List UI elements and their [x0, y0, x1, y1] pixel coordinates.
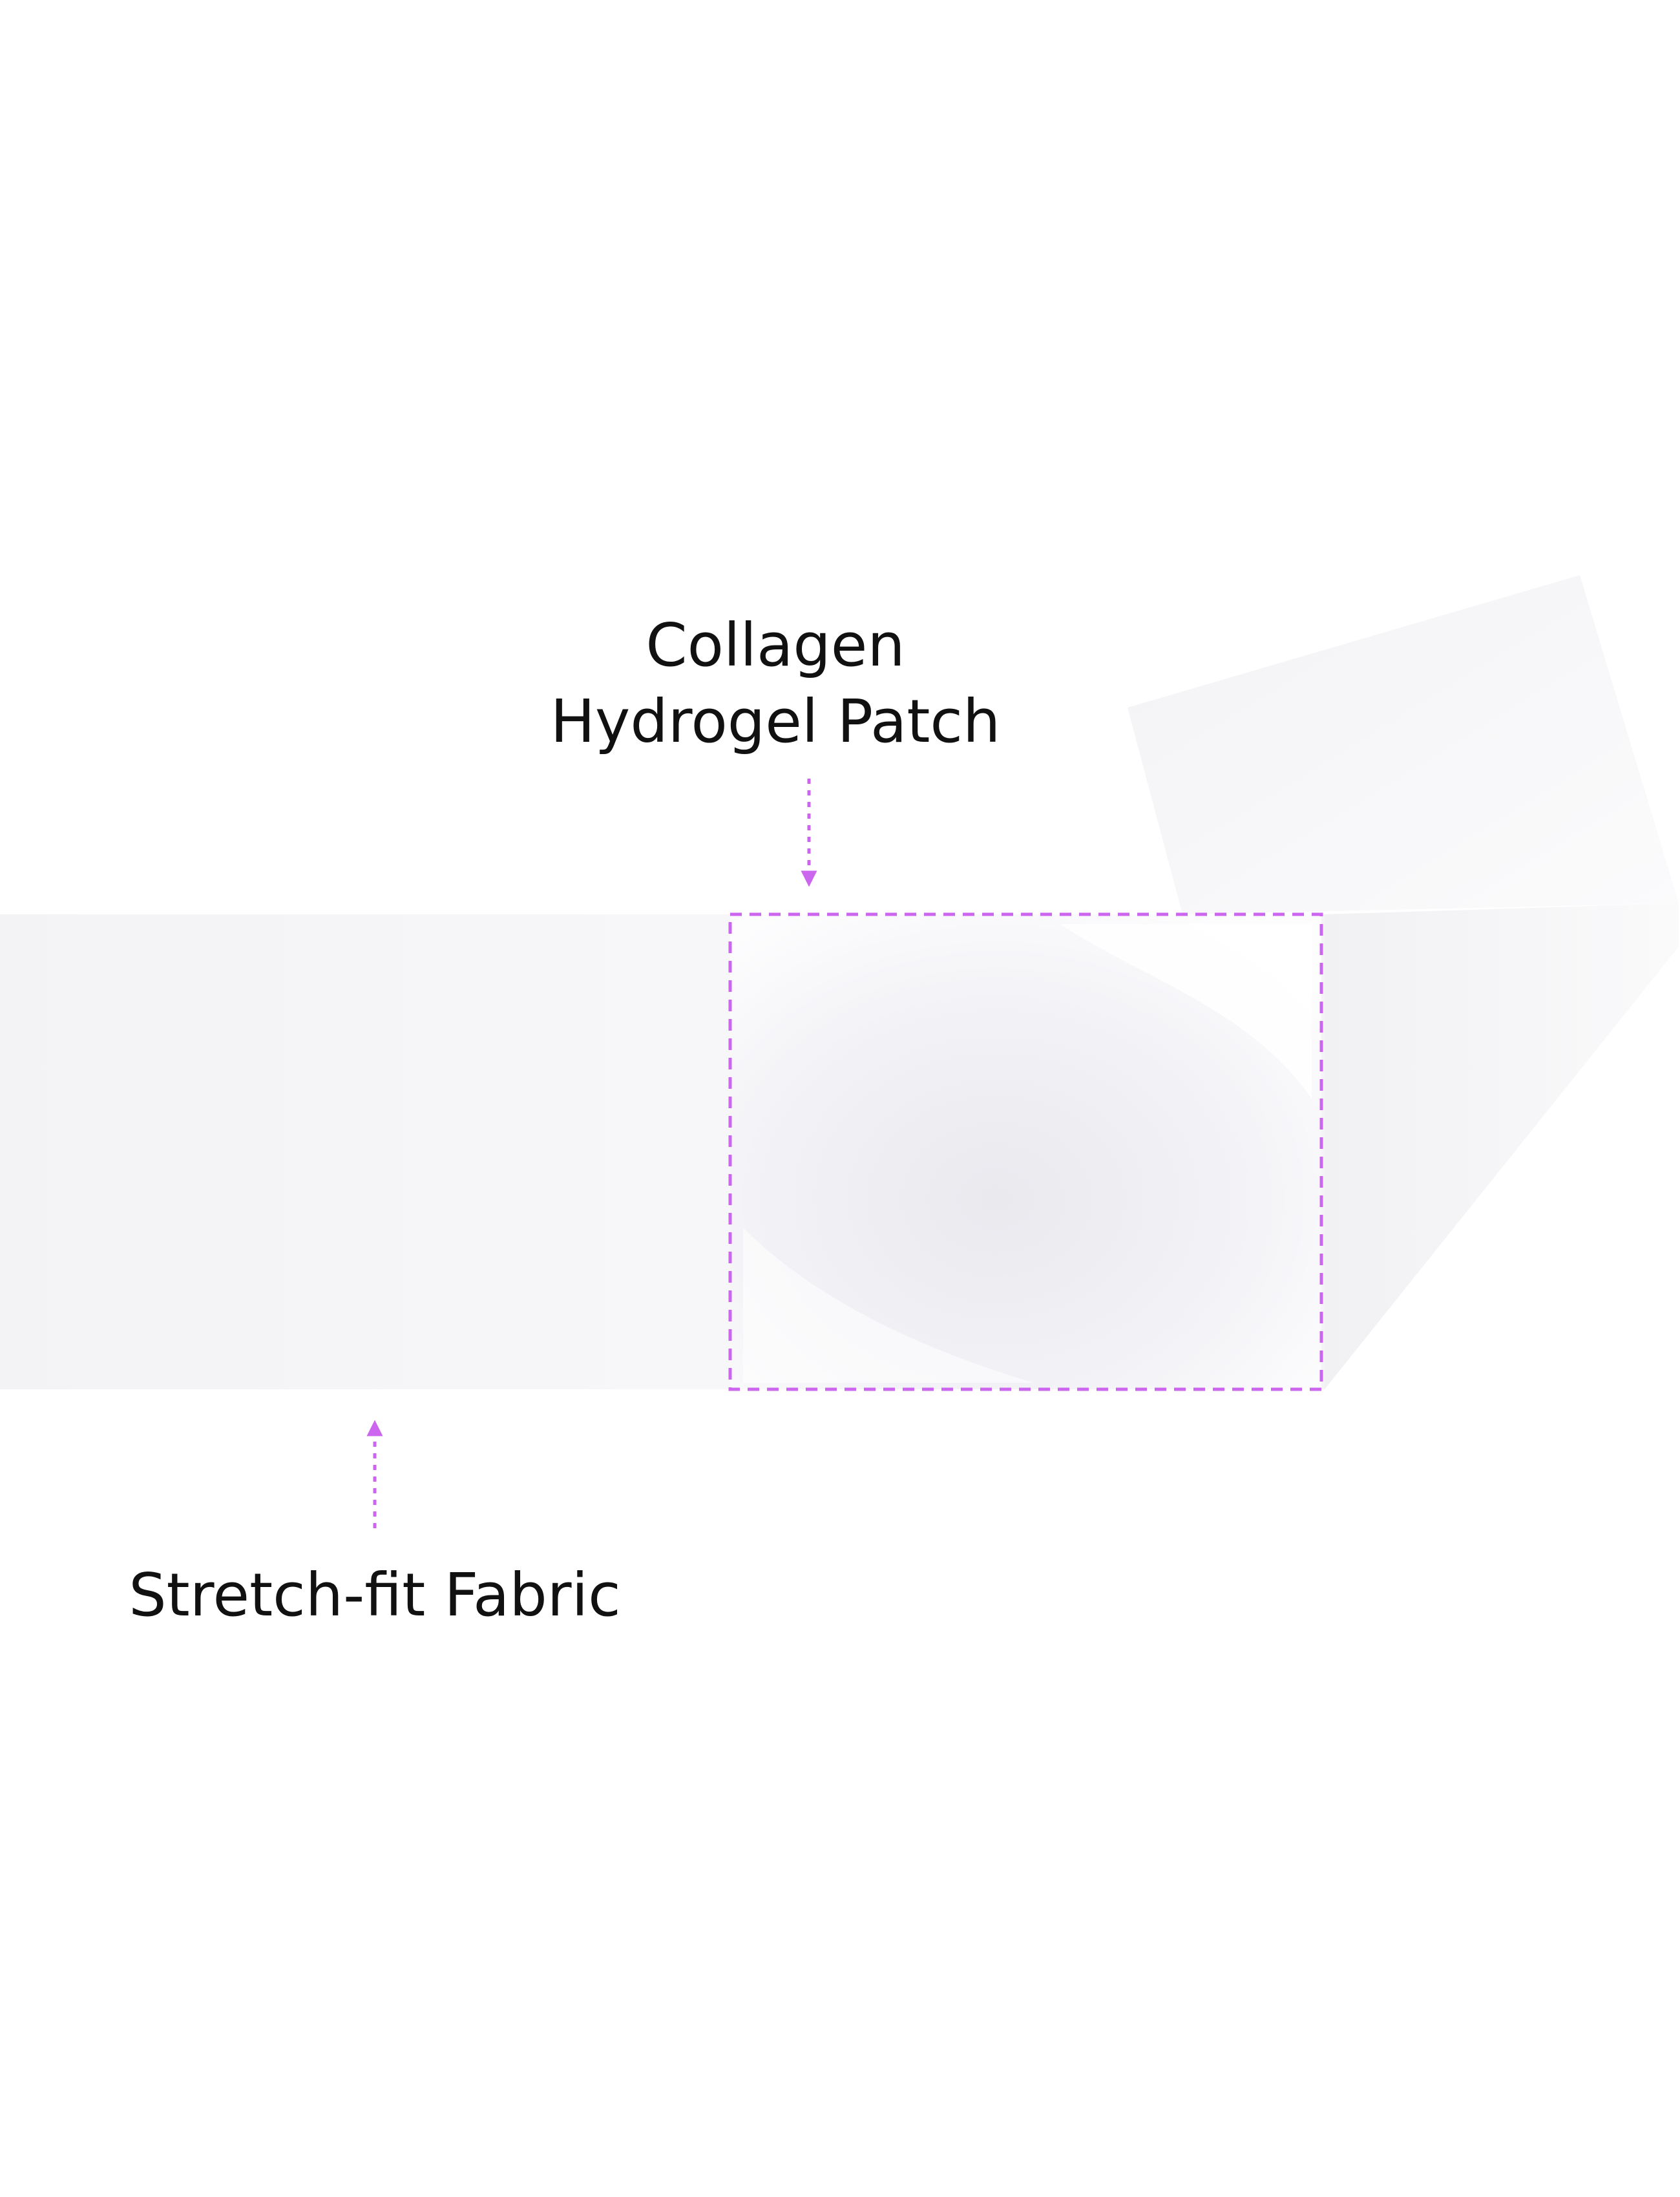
fabric-folded-flap: [1128, 575, 1679, 914]
patch-label-line2: Hydrogel Patch: [550, 687, 1001, 756]
patch-label-line1: Collagen: [646, 611, 905, 680]
fabric-diagonal-strip: [1325, 903, 1679, 1389]
fabric-label-text: Stretch-fit Fabric: [129, 1561, 621, 1630]
patch-dashed-outline: [728, 912, 1323, 1391]
patch-label: Collagen Hydrogel Patch: [452, 607, 1098, 760]
patch-gloss-highlight: [1060, 924, 1312, 1098]
patch-gloss-highlight-lower: [743, 1228, 1034, 1383]
fabric-label: Stretch-fit Fabric: [52, 1557, 698, 1634]
